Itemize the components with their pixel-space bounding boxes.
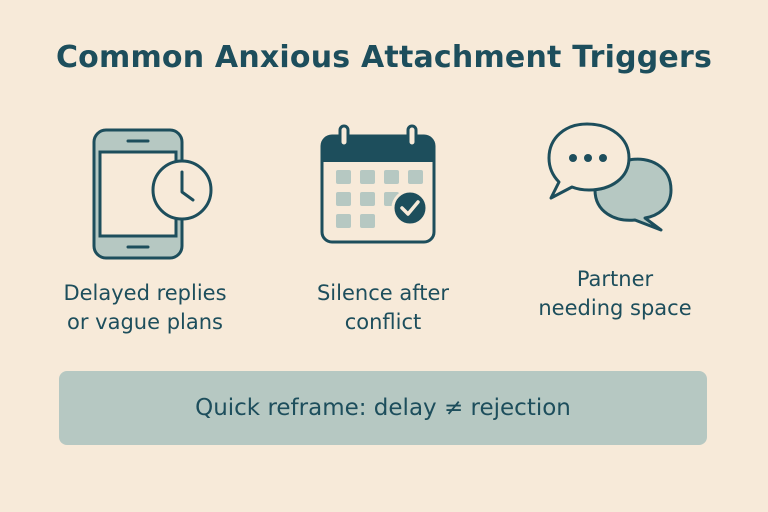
trigger-label-2: Silence after conflict	[316, 281, 450, 334]
reframe-banner: Quick reframe: delay ≠ rejection	[59, 371, 707, 445]
reframe-text: Quick reframe: delay ≠ rejection	[195, 395, 571, 421]
trigger-label-3: Partner needing space	[538, 267, 692, 320]
chat-bubbles-icon	[545, 120, 675, 232]
phone-clock-icon	[90, 126, 220, 262]
calendar-check-icon	[318, 124, 438, 246]
page-title: Common Anxious Attachment Triggers	[55, 40, 713, 75]
trigger-label-1: Delayed replies or vague plans	[63, 281, 227, 334]
